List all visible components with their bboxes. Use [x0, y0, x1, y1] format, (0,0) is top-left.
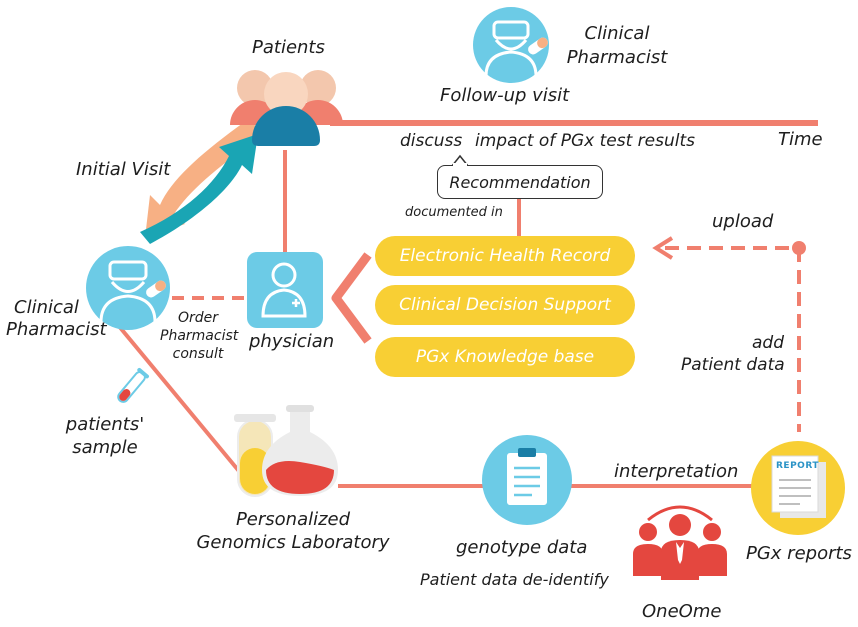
- clinical-pharmacist-top-label-1: Clinical: [584, 23, 650, 44]
- patients-group-icon: [230, 70, 343, 146]
- teal-arrow: [140, 134, 258, 244]
- patients-sample-label-1: patients': [65, 414, 145, 435]
- physician-icon: [247, 252, 323, 328]
- oneome-label: OneOme: [642, 601, 722, 622]
- recommendation-box: Recommendation: [437, 165, 603, 199]
- clinical-pharmacist-left-label-2: Pharmacist: [6, 319, 107, 340]
- lab-label-1: Personalized: [235, 509, 351, 530]
- system-label: Clinical Decision Support: [399, 295, 611, 315]
- pharmacist-lab-line: [116, 323, 250, 484]
- people-network-icon: [633, 505, 727, 580]
- system-pill-ehr: Electronic Health Record: [375, 236, 635, 276]
- lab-label-2: Genomics Laboratory: [196, 532, 390, 553]
- order-label-2: Pharmacist: [160, 328, 239, 344]
- initial-visit-label: Initial Visit: [76, 159, 171, 180]
- clinical-pharmacist-left-label-1: Clinical: [14, 297, 79, 318]
- system-label: PGx Knowledge base: [415, 347, 595, 367]
- time-label: Time: [778, 129, 823, 150]
- genotype-data-label: genotype data: [456, 537, 588, 558]
- impact-label: impact of PGx test results: [475, 131, 695, 151]
- flask-icon: [234, 405, 338, 497]
- follow-up-visit-label: Follow-up visit: [440, 85, 570, 106]
- test-tube-icon: [117, 367, 149, 403]
- add-label: add: [752, 333, 784, 353]
- upload-dot: [792, 241, 806, 255]
- pointer-mask: [453, 163, 467, 167]
- patients-sample-label-2: sample: [72, 437, 138, 458]
- order-label-1: Order: [177, 310, 219, 326]
- report-badge-text: REPORT: [776, 461, 819, 471]
- physician-label: physician: [249, 331, 335, 352]
- physician-chevron: [331, 252, 372, 344]
- clinical-pharmacist-top-label-2: Pharmacist: [566, 47, 668, 68]
- system-label: Electronic Health Record: [399, 246, 611, 266]
- pgx-reports-label: PGx reports: [746, 543, 852, 564]
- discuss-label: discuss: [400, 131, 463, 151]
- upload-label: upload: [712, 211, 774, 232]
- system-pill-cds: Clinical Decision Support: [375, 285, 635, 325]
- clipboard-icon: [482, 435, 572, 525]
- interpretation-label: interpretation: [614, 461, 739, 482]
- recommendation-label: Recommendation: [449, 172, 591, 192]
- pharmacist-icon: [473, 7, 549, 83]
- deidentify-label: Patient data de-identify: [420, 570, 609, 589]
- patients-label: Patients: [252, 37, 325, 58]
- patient-data-label: Patient data: [681, 355, 785, 375]
- upload-arrowhead: [652, 236, 674, 260]
- pharmacist-icon-left: [86, 246, 170, 330]
- report-icon: [751, 441, 845, 535]
- documented-in-label: documented in: [405, 205, 503, 220]
- system-pill-kb: PGx Knowledge base: [375, 337, 635, 377]
- order-label-3: consult: [172, 346, 224, 362]
